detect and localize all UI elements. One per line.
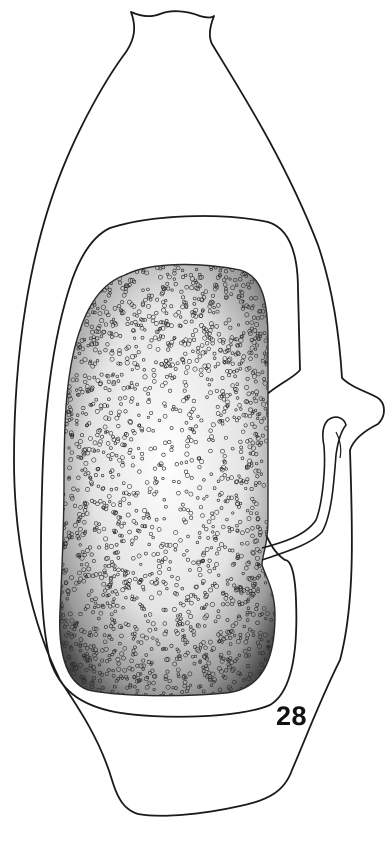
- figure-number: 28: [276, 701, 307, 732]
- stippled-mass: [56, 258, 280, 701]
- curved-duct: [262, 417, 346, 560]
